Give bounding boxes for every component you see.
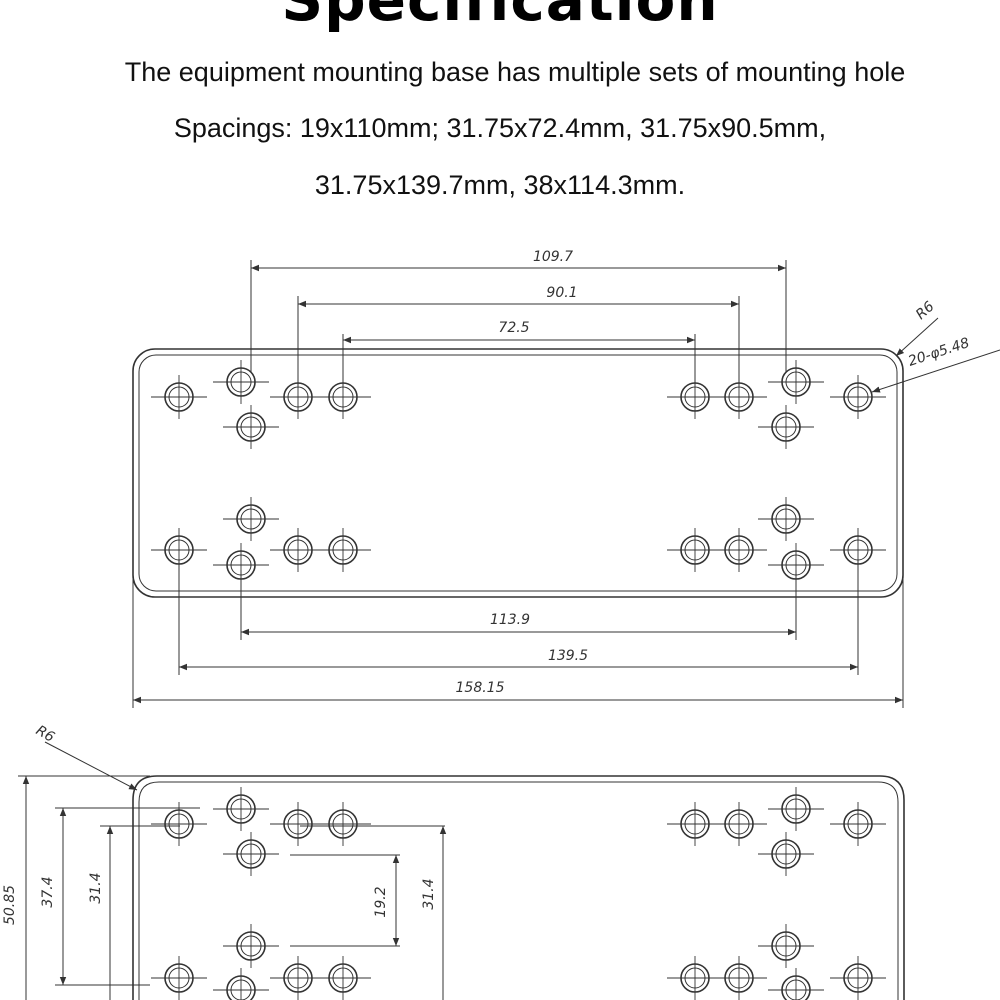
mounting-hole [768, 543, 824, 587]
dim-139-5: 139.5 [548, 648, 588, 664]
mounting-hole [151, 956, 207, 1000]
description-line-1: The equipment mounting base has multiple… [124, 57, 906, 87]
mounting-hole [768, 360, 824, 404]
mounting-hole [315, 956, 371, 1000]
mounting-hole [151, 802, 207, 846]
extension-lines-lower [18, 775, 445, 986]
mounting-hole [768, 787, 824, 831]
dim-158-15: 158.15 [456, 680, 505, 696]
radius-label-top: R6 [913, 299, 938, 323]
extension-lines-top [250, 260, 787, 386]
description-line-3: 31.75x139.7mm, 38x114.3mm. [314, 170, 686, 200]
dim-31-4-right: 31.4 [421, 878, 437, 909]
mounting-hole [223, 405, 279, 449]
dim-90-1: 90.1 [546, 285, 577, 301]
mounting-hole [711, 375, 767, 419]
dim-50-85: 50.85 [2, 885, 18, 925]
mounting-hole [758, 924, 814, 968]
mounting-hole [830, 956, 886, 1000]
mounting-hole [223, 497, 279, 541]
lower-view [18, 741, 905, 1000]
mounting-hole [223, 832, 279, 876]
hole-count-label: 20-φ5.48 [906, 335, 971, 370]
mounting-hole [270, 802, 326, 846]
dimension-lines-lower [22, 776, 447, 1000]
mounting-hole [711, 802, 767, 846]
mounting-hole [151, 528, 207, 572]
page-heading: Specification [281, 0, 719, 34]
mounting-hole [830, 375, 886, 419]
holes-lower-view [151, 787, 886, 1000]
top-view [132, 260, 1000, 708]
mounting-hole [151, 375, 207, 419]
dimension-lines-top [251, 264, 786, 344]
lower-plate-outline-outer [132, 775, 905, 1000]
dimension-lines-bottom [133, 628, 903, 704]
dim-109-7: 109.7 [533, 249, 573, 265]
dim-19-2: 19.2 [373, 886, 389, 917]
mounting-hole [213, 543, 269, 587]
mounting-hole [711, 956, 767, 1000]
holes-top-view [151, 360, 886, 587]
hole-leader-top [871, 349, 1000, 393]
mounting-hole [213, 360, 269, 404]
mounting-hole [830, 802, 886, 846]
extension-lines-bottom [132, 560, 904, 708]
mounting-hole [223, 924, 279, 968]
plate-outline-outer [132, 348, 904, 598]
mounting-hole [315, 802, 371, 846]
dim-37-4: 37.4 [40, 876, 56, 907]
mounting-hole [667, 528, 723, 572]
mounting-hole [315, 375, 371, 419]
mounting-hole [830, 528, 886, 572]
mounting-hole [711, 528, 767, 572]
dim-31-4-left: 31.4 [88, 872, 104, 903]
radius-leader-top [895, 317, 939, 357]
mounting-hole [758, 497, 814, 541]
mounting-hole [213, 787, 269, 831]
mounting-hole [758, 832, 814, 876]
description-line-2: Spacings: 19x110mm; 31.75x72.4mm, 31.75x… [173, 113, 827, 143]
mounting-hole [315, 528, 371, 572]
dim-72-5: 72.5 [498, 320, 529, 336]
radius-label-lower: R6 [33, 723, 57, 746]
lower-plate-outline-inner [138, 781, 899, 1000]
mounting-hole [768, 968, 824, 1000]
mounting-hole [213, 968, 269, 1000]
dim-113-9: 113.9 [490, 612, 530, 628]
plate-outline-inner [138, 354, 898, 592]
mounting-hole [667, 375, 723, 419]
radius-leader-lower [44, 741, 138, 791]
mounting-hole [758, 405, 814, 449]
mounting-hole [667, 802, 723, 846]
